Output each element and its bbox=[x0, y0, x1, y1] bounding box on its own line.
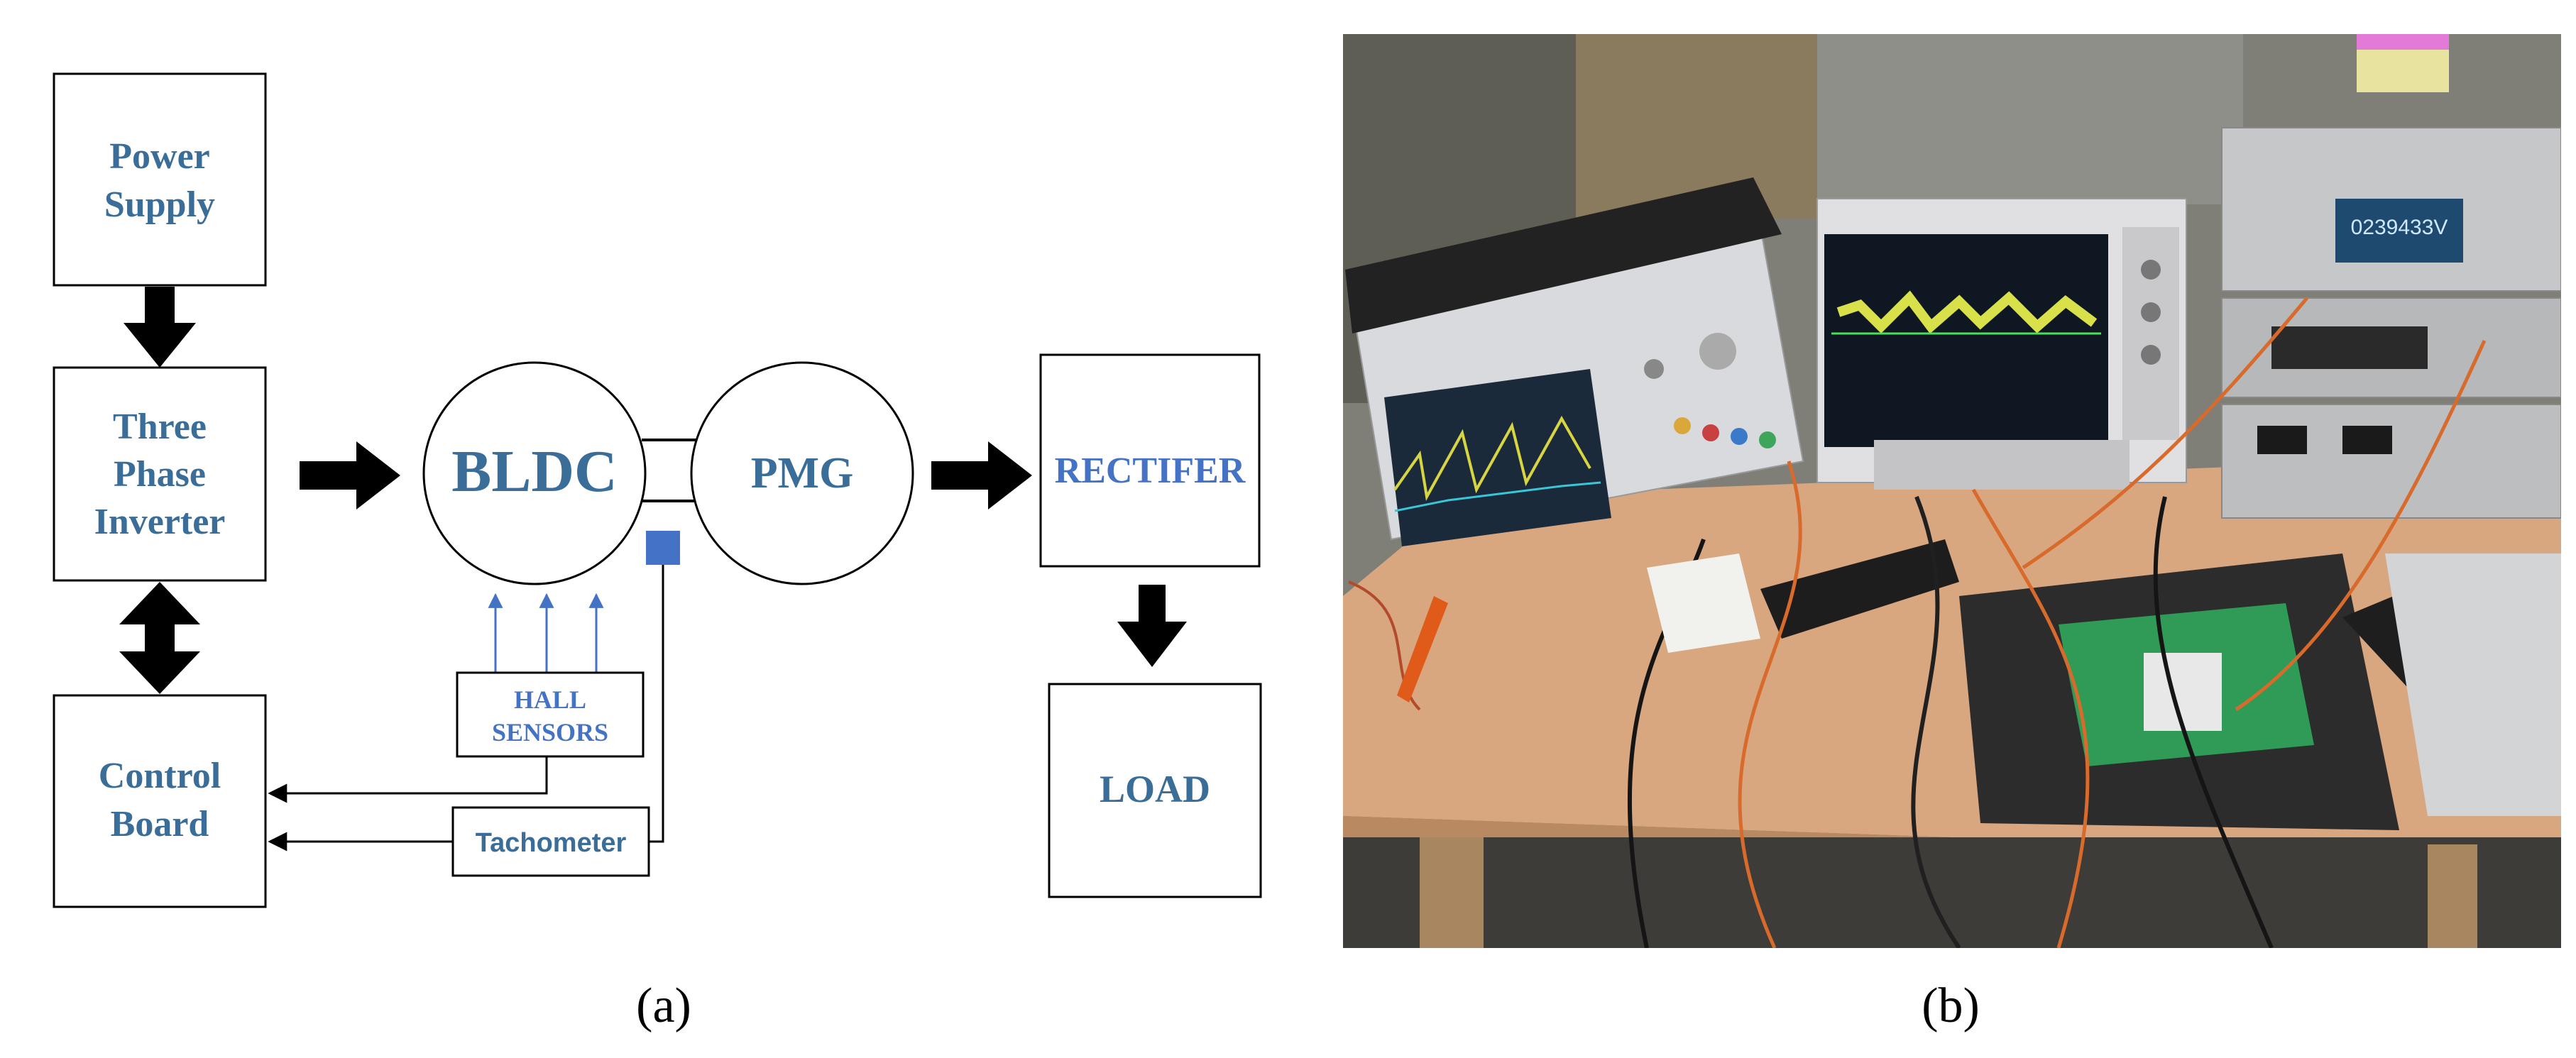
load-label: LOAD bbox=[1100, 768, 1210, 810]
rectifier-label: RECTIFER bbox=[1055, 451, 1246, 491]
control-board-pcb bbox=[1959, 553, 2399, 830]
pmg-generator: PMG bbox=[690, 361, 914, 585]
panel-b-photo: 0239433V bbox=[1343, 34, 2561, 1033]
tachometer-block: Tachometer bbox=[451, 806, 650, 877]
power-supply-stack: 0239433V bbox=[2221, 34, 2561, 519]
tacho-marker-line bbox=[649, 565, 664, 843]
inverter-control-double-arrow bbox=[119, 582, 200, 694]
power-supply-label-line2: Supply bbox=[104, 184, 215, 225]
bldc-motor: BLDC bbox=[422, 361, 647, 585]
multimeter-readout: 0239433V bbox=[2351, 216, 2448, 239]
rectifier-to-load-arrow bbox=[1117, 585, 1187, 667]
panel-a: Power Supply Three Phase Inverter Contro… bbox=[53, 72, 1262, 1033]
inverter-to-bldc-arrow bbox=[300, 441, 400, 509]
pmg-label: PMG bbox=[751, 449, 854, 497]
oscilloscope-right bbox=[1816, 198, 2187, 490]
oscilloscope-left bbox=[1345, 177, 1804, 546]
hall-sensors-block: HALL SENSORS bbox=[456, 671, 645, 758]
three-phase-inverter-block: Three Phase Inverter bbox=[53, 366, 267, 582]
hall-sensors-label-line1: HALL bbox=[514, 685, 586, 714]
panel-b-caption: (b) bbox=[1922, 979, 1980, 1033]
hall-sensors-label-line2: SENSORS bbox=[492, 718, 608, 746]
inverter-label-line3: Inverter bbox=[94, 502, 226, 542]
tachometer-label: Tachometer bbox=[476, 828, 627, 858]
inverter-label-line1: Three bbox=[113, 407, 207, 447]
control-board-block: Control Board bbox=[53, 694, 267, 908]
control-board-label-line2: Board bbox=[111, 804, 209, 844]
load-block: LOAD bbox=[1048, 683, 1262, 898]
inverter-label-line2: Phase bbox=[114, 454, 206, 495]
hall-to-control-line bbox=[268, 756, 548, 803]
tacho-marker bbox=[646, 531, 680, 565]
hall-sensor-arrows bbox=[488, 593, 604, 673]
shaft-coupling bbox=[642, 439, 697, 502]
rectifier-block: RECTIFER bbox=[1039, 353, 1261, 568]
pmg-to-rectifier-arrow bbox=[931, 441, 1032, 509]
bldc-label: BLDC bbox=[451, 439, 617, 505]
power-to-inverter-arrow bbox=[124, 287, 196, 368]
power-supply-label-line1: Power bbox=[109, 136, 209, 177]
control-board-label-line1: Control bbox=[99, 756, 221, 796]
panel-a-caption: (a) bbox=[636, 979, 691, 1033]
power-supply-block: Power Supply bbox=[53, 72, 267, 287]
